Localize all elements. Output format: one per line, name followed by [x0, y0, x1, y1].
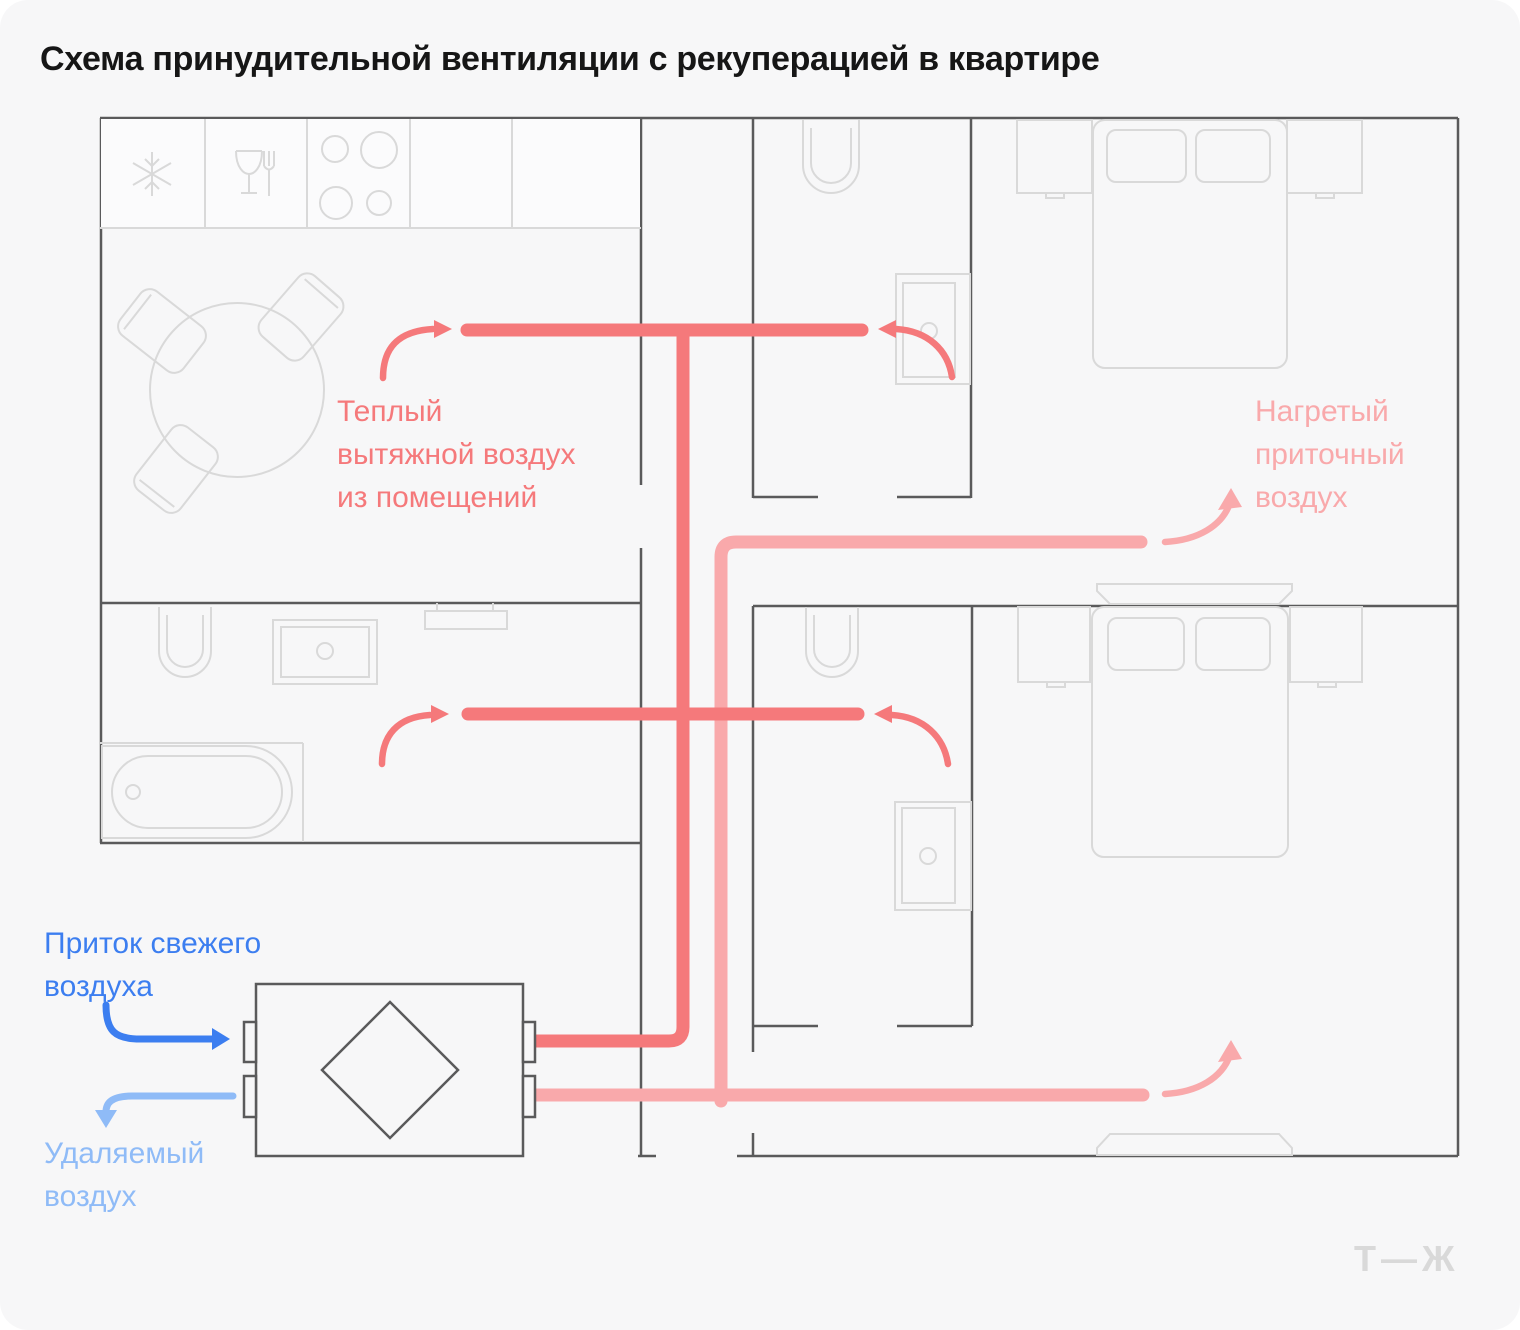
exhaust-duct-riser	[527, 325, 690, 1048]
recuperator-unit	[242, 982, 537, 1158]
removed-air-arrow	[95, 1092, 237, 1128]
kitchen	[100, 119, 641, 514]
pillow	[1195, 617, 1271, 671]
supply-duct-riser	[714, 535, 1148, 1108]
bathroom-upper	[802, 120, 971, 385]
dining-table	[117, 272, 345, 514]
bathtub	[101, 745, 294, 839]
four-burners-icon	[319, 131, 398, 220]
supply-ducts	[527, 535, 1150, 1108]
unit-port-supply	[521, 1074, 537, 1119]
nightstand-knob	[1046, 681, 1066, 688]
shower-tray	[894, 801, 972, 911]
label-warm-exhaust-air: Теплый вытяжной воздух из помещений	[337, 395, 576, 514]
nightstand	[1016, 119, 1093, 194]
nightstand	[1017, 606, 1091, 683]
bed	[1091, 606, 1289, 858]
bedroom-upper	[1016, 119, 1363, 605]
unit-port-exhaust-out	[242, 1074, 258, 1119]
snowflake-icon	[132, 152, 172, 196]
label-fresh-air-intake: Приток свежего воздуха	[44, 927, 262, 1003]
window	[1096, 1133, 1293, 1156]
supply-flow-arrows	[1161, 488, 1242, 1098]
toilet-icon	[802, 120, 860, 194]
pillow	[1107, 617, 1185, 671]
chair	[117, 288, 207, 374]
bathroom-lower	[805, 607, 972, 911]
bedroom-lower	[1017, 606, 1363, 1156]
chair	[257, 272, 345, 362]
radiator	[424, 603, 508, 630]
chair	[133, 424, 219, 514]
pillow	[1106, 129, 1187, 183]
bed	[1092, 119, 1288, 369]
glass-and-fork-icon	[235, 150, 275, 196]
nightstand-knob	[1315, 192, 1335, 199]
nightstand	[1286, 119, 1363, 194]
label-removed-air: Удаляемый воздух	[44, 1137, 205, 1213]
tub-partition	[100, 742, 304, 842]
nightstand-knob	[1045, 192, 1065, 199]
window	[1096, 583, 1293, 605]
t-zh-logo: Т—Ж	[1354, 1238, 1460, 1279]
bathroom-left	[100, 603, 508, 842]
nightstand	[1289, 606, 1363, 683]
label-heated-supply-air: Нагретый приточный воздух	[1255, 395, 1405, 514]
pillow	[1195, 129, 1271, 183]
kitchen-counter	[101, 119, 640, 227]
sink-vanity	[272, 619, 378, 685]
exhaust-flow-arrows	[378, 320, 956, 768]
exhaust-ducts	[460, 323, 869, 1048]
fresh-air-arrow	[102, 1001, 230, 1050]
toilet-icon	[805, 607, 859, 678]
toilet-icon	[158, 607, 212, 678]
unit-port-intake	[242, 1020, 258, 1064]
page-title: Схема принудительной вентиляции с рекупе…	[40, 40, 1100, 78]
nightstand-knob	[1317, 681, 1337, 688]
diamond-heat-exchanger-icon	[320, 1000, 460, 1140]
unit-port-extract	[521, 1020, 537, 1064]
